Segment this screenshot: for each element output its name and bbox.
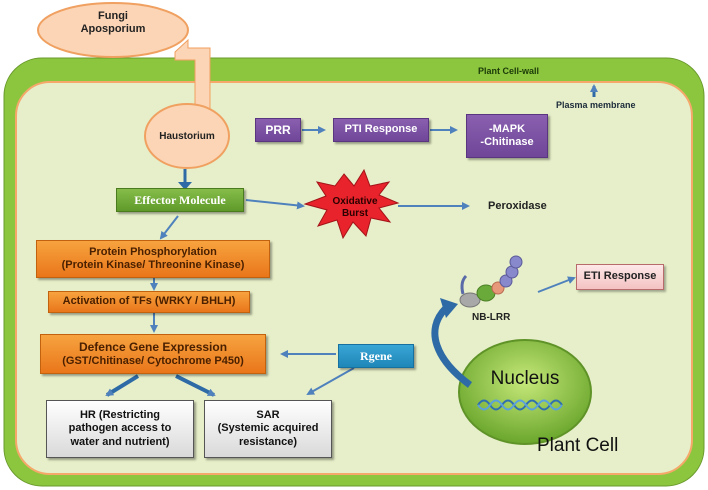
arrow-effector-phosphorylation [159, 215, 179, 240]
cell-wall-label: Plant Cell-wall [478, 66, 540, 76]
effector-molecule-box: Effector Molecule [116, 188, 244, 212]
nb-lrr-lrr-2 [499, 274, 513, 288]
fungi-label-line2: Aposporium [80, 22, 146, 35]
nb-lrr-protein-base [459, 292, 481, 308]
sar-line3: resistance) [238, 435, 298, 448]
dna-strand-1 [477, 399, 563, 411]
defence-gene-line2: (GST/Chitinase/ Cytochrome P450) [62, 354, 244, 367]
oxidative-burst-star [303, 168, 400, 240]
arrowhead-haustorium-effector [178, 182, 192, 190]
pti-response-box: PTI Response [333, 118, 429, 142]
activation-tfs-box: Activation of TFs (WRKY / BHLH) [48, 291, 250, 313]
peroxidase-label: Peroxidase [488, 200, 547, 212]
prr-label: PRR [265, 122, 291, 137]
fungi-label-line1: Fungi [98, 10, 128, 22]
hr-line1: HR (Restricting [79, 409, 161, 422]
nucleus-label: Nucleus [490, 368, 560, 389]
defence-gene-expression-box: Defence Gene Expression (GST/Chitinase/ … [40, 334, 266, 374]
plant-cell-label: Plant Cell [537, 435, 619, 456]
nucleus-to-nblrr-arrow [431, 305, 473, 388]
arrow-nblrr-eti [537, 276, 576, 293]
hr-box: HR (Restricting pathogen access to water… [46, 400, 194, 458]
fungi-aposporium-shape [37, 2, 189, 58]
sar-line1: SAR [256, 409, 280, 422]
defence-gene-line1: Defence Gene Expression [78, 340, 228, 355]
eti-response-label: ETI Response [583, 270, 657, 283]
activation-tfs-label: Activation of TFs (WRKY / BHLH) [62, 295, 236, 308]
sar-line2: (Systemic acquired [217, 422, 319, 435]
hr-line3: water and nutrient) [70, 435, 170, 448]
mapk-line: -MAPK [488, 122, 526, 135]
arrow-defence-sar [175, 374, 216, 397]
dna-strand-2 [477, 399, 563, 411]
mapk-chitinase-box: -MAPK -Chitinase [466, 114, 548, 158]
rgene-label: Rgene [360, 348, 392, 363]
nucleus-to-nblrr-arrowhead [440, 298, 458, 318]
arrow-defence-hr [105, 374, 140, 397]
nb-lrr-label: NB-LRR [472, 312, 511, 323]
protein-phosphorylation-line1: Protein Phosphorylation [89, 245, 217, 258]
fungi-label: Fungi Aposporium [75, 10, 151, 35]
effector-molecule-label: Effector Molecule [134, 192, 226, 207]
nb-lrr-anchor [460, 274, 468, 295]
plasma-membrane-label: Plasma membrane [556, 100, 636, 110]
prr-box: PRR [255, 118, 301, 142]
nb-lrr-lrr-4 [509, 255, 523, 269]
hr-line2: pathogen access to [68, 422, 172, 435]
haustorium-label: Haustorium [159, 131, 215, 142]
protein-phosphorylation-box: Protein Phosphorylation (Protein Kinase/… [36, 240, 270, 278]
arrow-effector-burst [245, 199, 305, 210]
protein-phosphorylation-line2: (Protein Kinase/ Threonine Kinase) [61, 259, 245, 271]
nucleus-shape [458, 339, 592, 445]
arrow-rgene-sar [306, 367, 355, 395]
eti-response-box: ETI Response [576, 264, 664, 290]
rgene-box: Rgene [338, 344, 414, 368]
oxidative-burst-line1: Oxidative [332, 196, 378, 207]
chitinase-line: -Chitinase [480, 136, 534, 148]
oxidative-burst-line2: Burst [341, 207, 369, 219]
sar-box: SAR (Systemic acquired resistance) [204, 400, 332, 458]
oxidative-burst-label: Oxidative Burst [327, 196, 383, 219]
haustorium-shape [144, 103, 230, 169]
pti-response-label: PTI Response [344, 123, 418, 136]
